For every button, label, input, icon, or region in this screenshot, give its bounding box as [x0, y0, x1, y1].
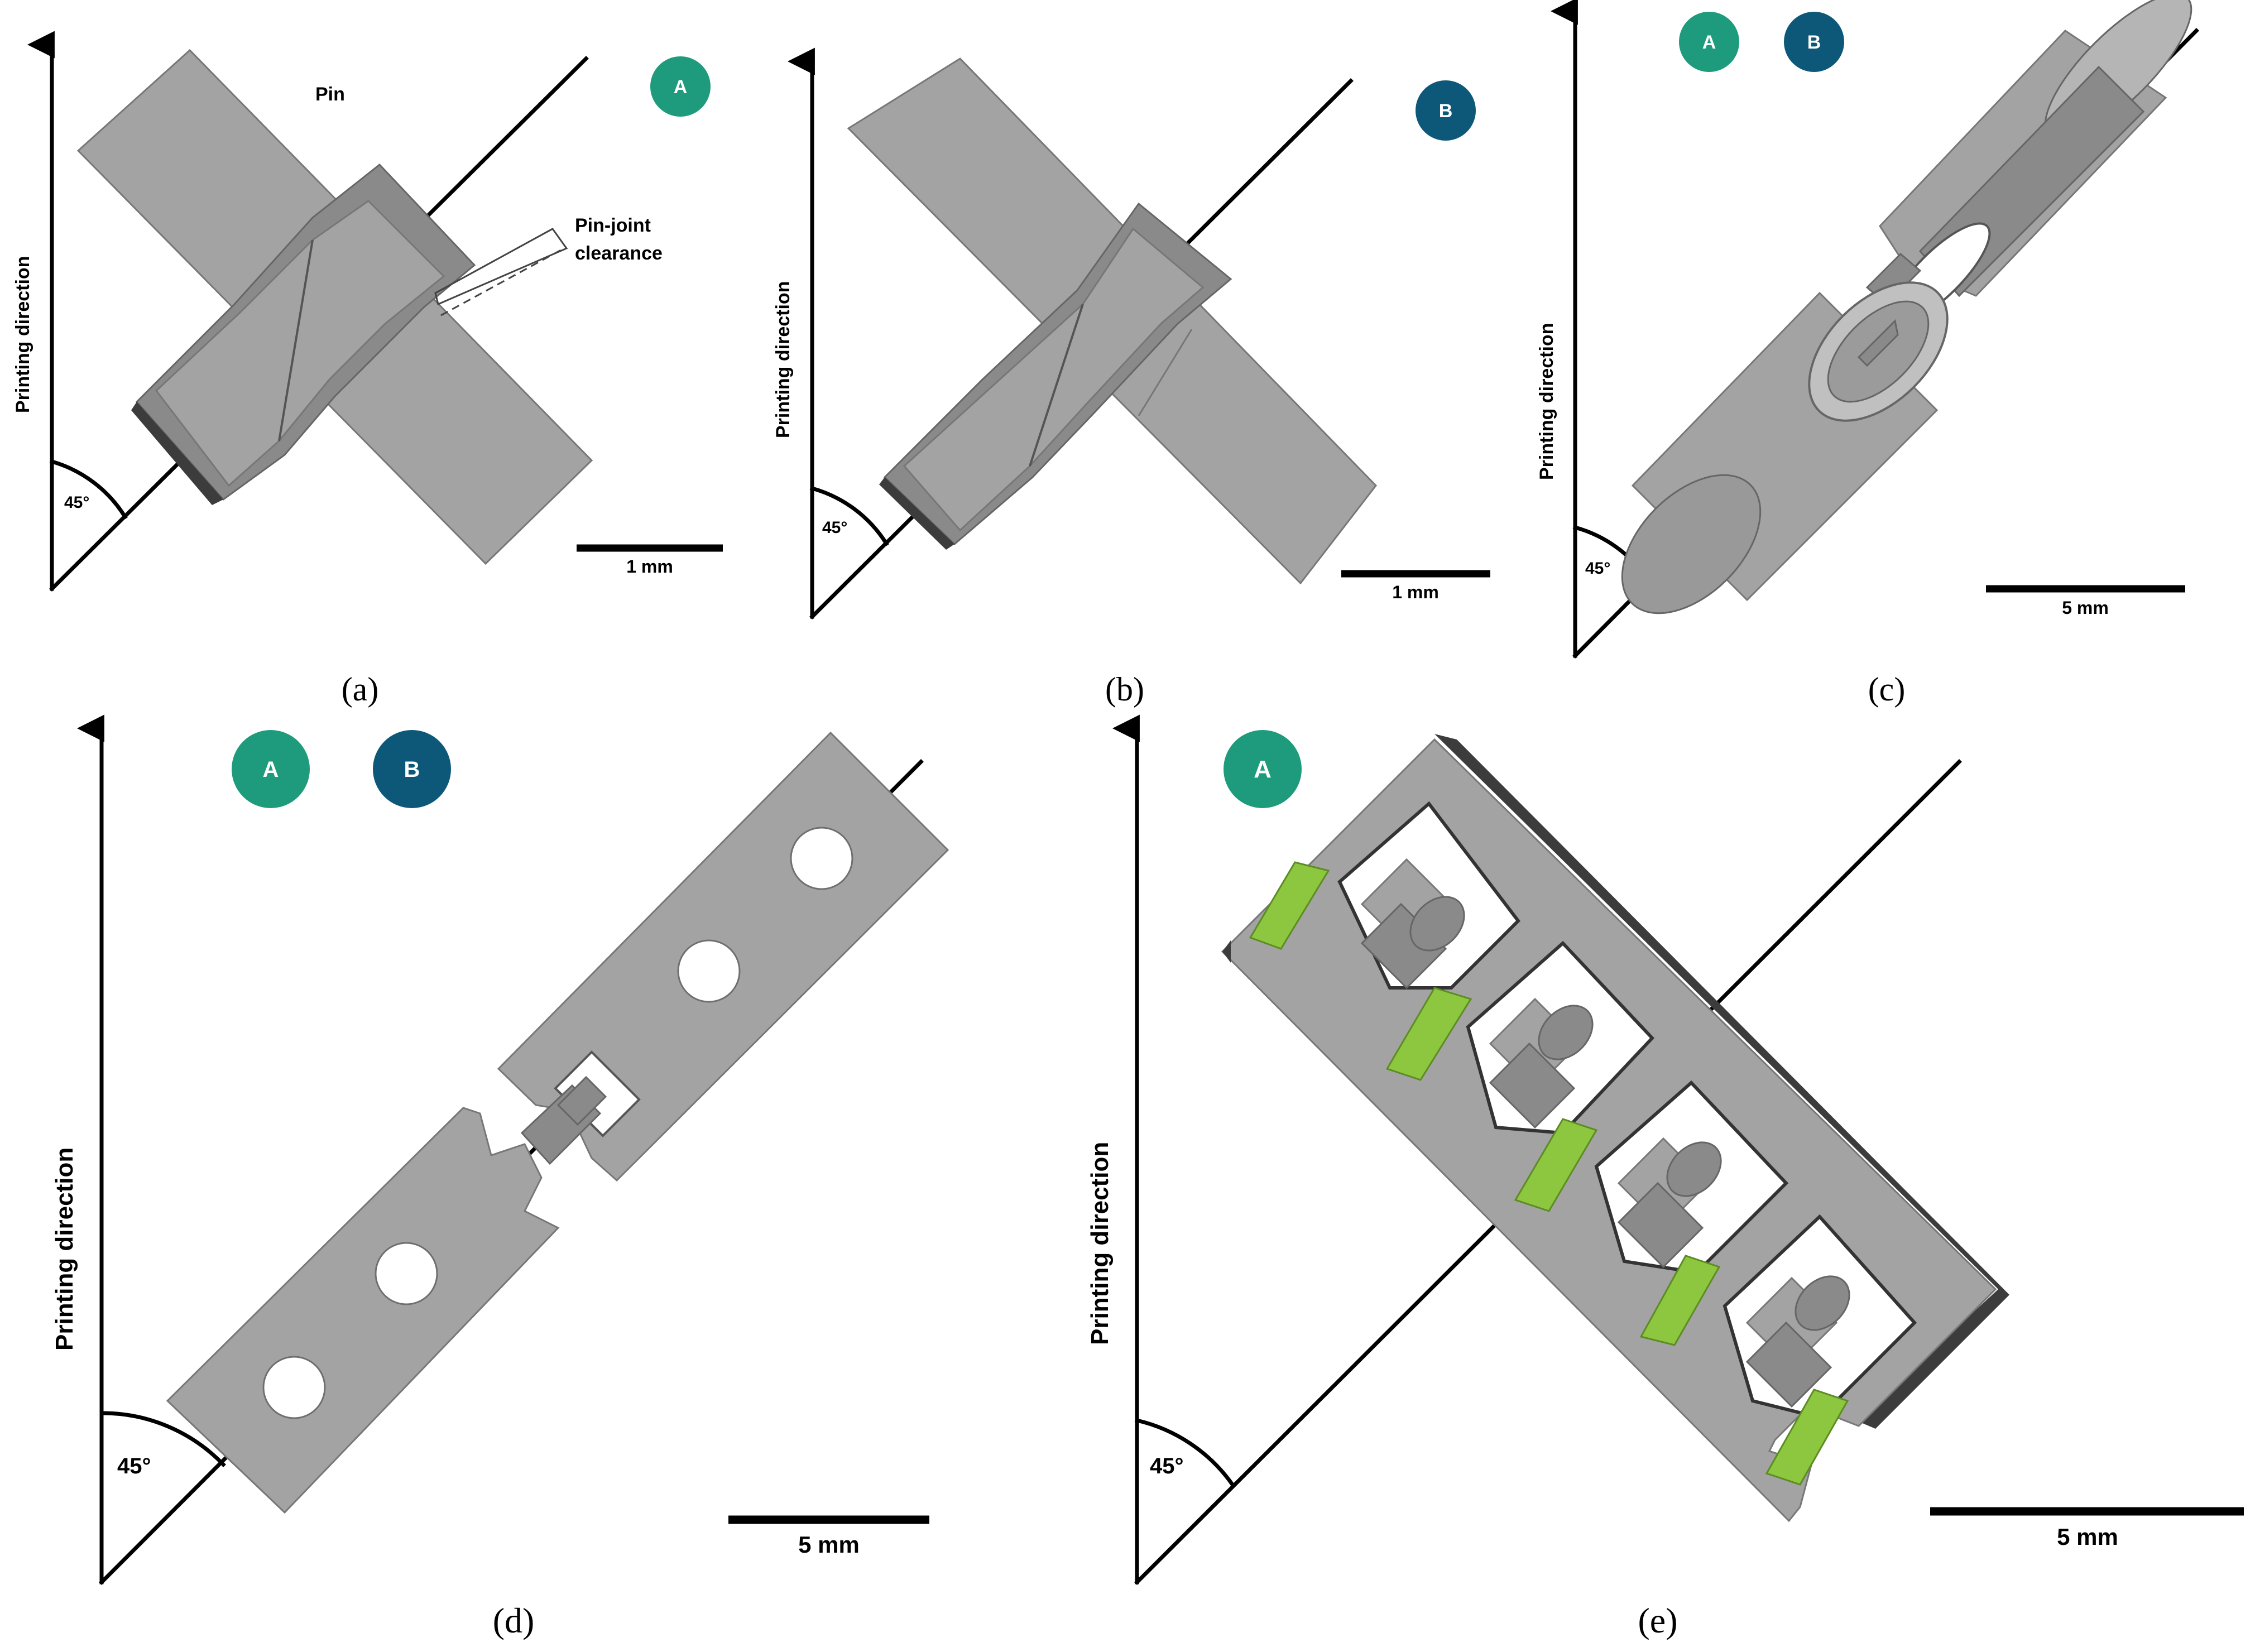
panel-e-unit-2	[1385, 940, 1655, 1135]
panel-e-scale-label: 5 mm	[2057, 1524, 2118, 1550]
panel-b-pin-joint	[847, 57, 1377, 585]
panel-e-insert-1	[1249, 861, 1330, 950]
panel-d-pin	[520, 1075, 607, 1165]
panel-e-caption: (e)	[1638, 1601, 1677, 1640]
svg-text:B: B	[1439, 100, 1453, 122]
panel-b-caption: (b)	[1105, 671, 1144, 708]
panel-b: 45° Printing direction B 1 mm (b)	[773, 47, 1490, 708]
panel-a-caption: (a)	[342, 671, 379, 708]
panel-e-insert-4	[1639, 1255, 1721, 1346]
panel-a-axis-label: Printing direction	[12, 256, 33, 413]
panel-e-axis-label: Printing direction	[1086, 1142, 1114, 1345]
panel-c: 45° Printing direction A B 5 mm (c)	[1536, 0, 2199, 708]
panel-d-axis-label: Printing direction	[51, 1147, 78, 1351]
svg-text:B: B	[404, 757, 420, 782]
panel-a-clearance-label-1: Pin-joint	[575, 215, 651, 236]
panel-a-clearance-label-2: clearance	[575, 243, 663, 264]
panel-a: 45° Printing direction Pin Pin-joint cle…	[12, 31, 723, 708]
panel-c-scale-label: 5 mm	[2062, 598, 2109, 618]
panel-b-badge-b	[1416, 80, 1476, 141]
panel-d-caption: (d)	[493, 1601, 535, 1640]
panel-e-insert-3	[1514, 1118, 1598, 1212]
panel-d-scale-label: 5 mm	[798, 1531, 860, 1558]
svg-text:A: A	[1254, 756, 1272, 783]
panel-d-angle-label: 45°	[117, 1454, 151, 1478]
panel-e-insert-2	[1385, 987, 1472, 1081]
panel-d-hole-1	[262, 1356, 326, 1419]
panel-a-clearance-leader	[440, 249, 562, 316]
panel-d-badge-a	[232, 730, 310, 808]
panel-a-clearance-callout	[434, 228, 568, 306]
panel-d-upper-bar	[497, 731, 949, 1182]
panel-b-axis-label: Printing direction	[773, 281, 794, 438]
svg-text:B: B	[1807, 32, 1821, 53]
panel-a-scale-label: 1 mm	[626, 556, 673, 577]
panel-b-scale-label: 1 mm	[1392, 582, 1439, 602]
panel-e-frame	[1221, 734, 2009, 1523]
panel-e-unit-3	[1514, 1080, 1789, 1275]
panel-b-angle-label: 45°	[822, 518, 847, 537]
panel-c-axis-label: Printing direction	[1536, 323, 1557, 480]
svg-text:A: A	[263, 757, 279, 782]
panel-d: 45° Printing direction A B 5 mm (d)	[51, 714, 949, 1640]
panel-e-angle-label: 45°	[1150, 1454, 1184, 1478]
panel-e-insert-5	[1765, 1389, 1849, 1486]
panel-d-hole-4	[790, 827, 853, 890]
panel-e: 45° Printing direction	[1086, 714, 2244, 1640]
panel-d-hole-2	[375, 1242, 438, 1305]
panel-a-badge-a	[650, 56, 711, 117]
panel-d-lower-bar	[166, 1107, 560, 1514]
panel-d-hole-3	[677, 939, 741, 1003]
panel-c-cylinder	[1621, 281, 1949, 614]
panel-c-caption: (c)	[1868, 671, 1906, 708]
panel-d-badge-b	[373, 730, 451, 808]
panel-a-pin-joint	[76, 49, 593, 565]
panel-e-unit-1	[1249, 801, 1520, 990]
svg-text:A: A	[674, 76, 688, 98]
panel-a-pin-label: Pin	[315, 84, 345, 105]
svg-text:A: A	[1702, 32, 1716, 53]
panel-e-unit-4	[1639, 1214, 1917, 1486]
panel-a-angle-label: 45°	[64, 493, 89, 512]
panel-e-badge-a	[1224, 730, 1302, 808]
panel-c-badge-a	[1679, 12, 1739, 72]
panel-c-badge-b	[1784, 12, 1844, 72]
panel-c-angle-label: 45°	[1585, 559, 1610, 578]
